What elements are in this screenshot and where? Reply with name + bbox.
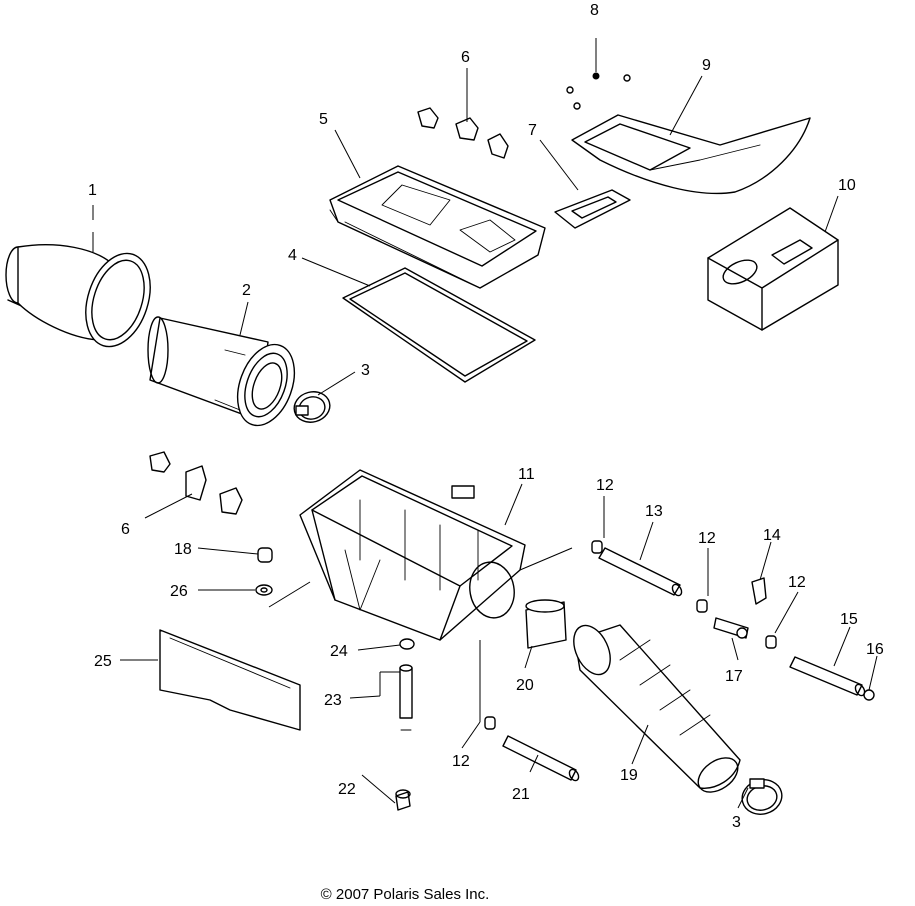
part-23-drain-tube[interactable]	[399, 664, 413, 731]
part-20-coupler-ring[interactable]	[525, 599, 567, 649]
callout-18: 18	[174, 541, 192, 558]
callout-20: 20	[516, 677, 534, 694]
part-11-airbox-base[interactable]	[299, 469, 526, 641]
callout-6-lower: 6	[121, 521, 130, 538]
part-19-intake-boot[interactable]	[567, 620, 745, 799]
part-22-fitting[interactable]	[395, 789, 411, 811]
callout-9: 9	[702, 57, 711, 74]
callout-26: 26	[170, 583, 188, 600]
part-16-clip[interactable]	[863, 689, 875, 701]
part-9-inlet-duct[interactable]	[571, 114, 811, 195]
part-7-intake-plate[interactable]	[554, 189, 631, 229]
callout-4: 4	[288, 247, 297, 264]
part-17-fitting[interactable]	[713, 617, 749, 639]
callout-3-upper: 3	[361, 362, 370, 379]
part-5-airbox-lid[interactable]	[329, 165, 546, 289]
callout-8: 8	[590, 2, 599, 19]
part-6-latches-upper[interactable]	[417, 107, 509, 159]
part-24-grommet[interactable]	[399, 638, 415, 650]
part-14-bracket[interactable]	[751, 577, 767, 605]
callout-23: 23	[324, 692, 342, 709]
callout-6-upper: 6	[461, 49, 470, 66]
callout-1: 1	[88, 182, 97, 199]
callout-5: 5	[319, 111, 328, 128]
part-6-latches-lower[interactable]	[149, 451, 243, 515]
part-8-screws[interactable]	[566, 72, 631, 110]
part-13-hose[interactable]	[598, 547, 683, 597]
callout-14: 14	[763, 527, 781, 544]
callout-17: 17	[725, 668, 743, 685]
callout-11: 11	[518, 466, 535, 483]
callout-22: 22	[338, 781, 356, 798]
callout-labels: 1 2 3 3 4 5 6 6 7 8 9 10 11 12 12 12 12 …	[88, 2, 884, 831]
callout-13: 13	[645, 503, 663, 520]
part-26-washer[interactable]	[255, 584, 273, 596]
callout-19: 19	[620, 767, 638, 784]
part-21-hose[interactable]	[502, 735, 580, 782]
callout-21: 21	[512, 786, 530, 803]
part-25-foam-pad[interactable]	[159, 629, 301, 731]
part-12-clamps[interactable]	[484, 540, 777, 730]
part-18-drain-valve[interactable]	[257, 547, 273, 563]
callout-12-b: 12	[698, 530, 716, 547]
part-10-foam-block[interactable]	[707, 207, 839, 331]
callout-2: 2	[242, 282, 251, 299]
callout-12-d: 12	[452, 753, 470, 770]
callout-16: 16	[866, 641, 884, 658]
callout-12-c: 12	[788, 574, 806, 591]
callout-15: 15	[840, 611, 858, 628]
callout-7: 7	[528, 122, 537, 139]
callout-25: 25	[94, 653, 112, 670]
callout-3-lower: 3	[732, 814, 741, 831]
part-3-hose-clamp-lower[interactable]	[738, 775, 785, 818]
callout-10: 10	[838, 177, 856, 194]
part-3-hose-clamp-upper[interactable]	[291, 388, 334, 426]
part-4-lid-gasket[interactable]	[342, 267, 536, 383]
part-15-hose[interactable]	[789, 656, 866, 697]
leader-lines	[92, 38, 878, 809]
callout-12-a: 12	[596, 477, 614, 494]
callout-24: 24	[330, 643, 348, 660]
copyright-notice: © 2007 Polaris Sales Inc.	[320, 886, 490, 903]
part-1-prefilter-sleeve[interactable]	[5, 244, 161, 355]
part-2-air-filter[interactable]	[147, 316, 305, 433]
